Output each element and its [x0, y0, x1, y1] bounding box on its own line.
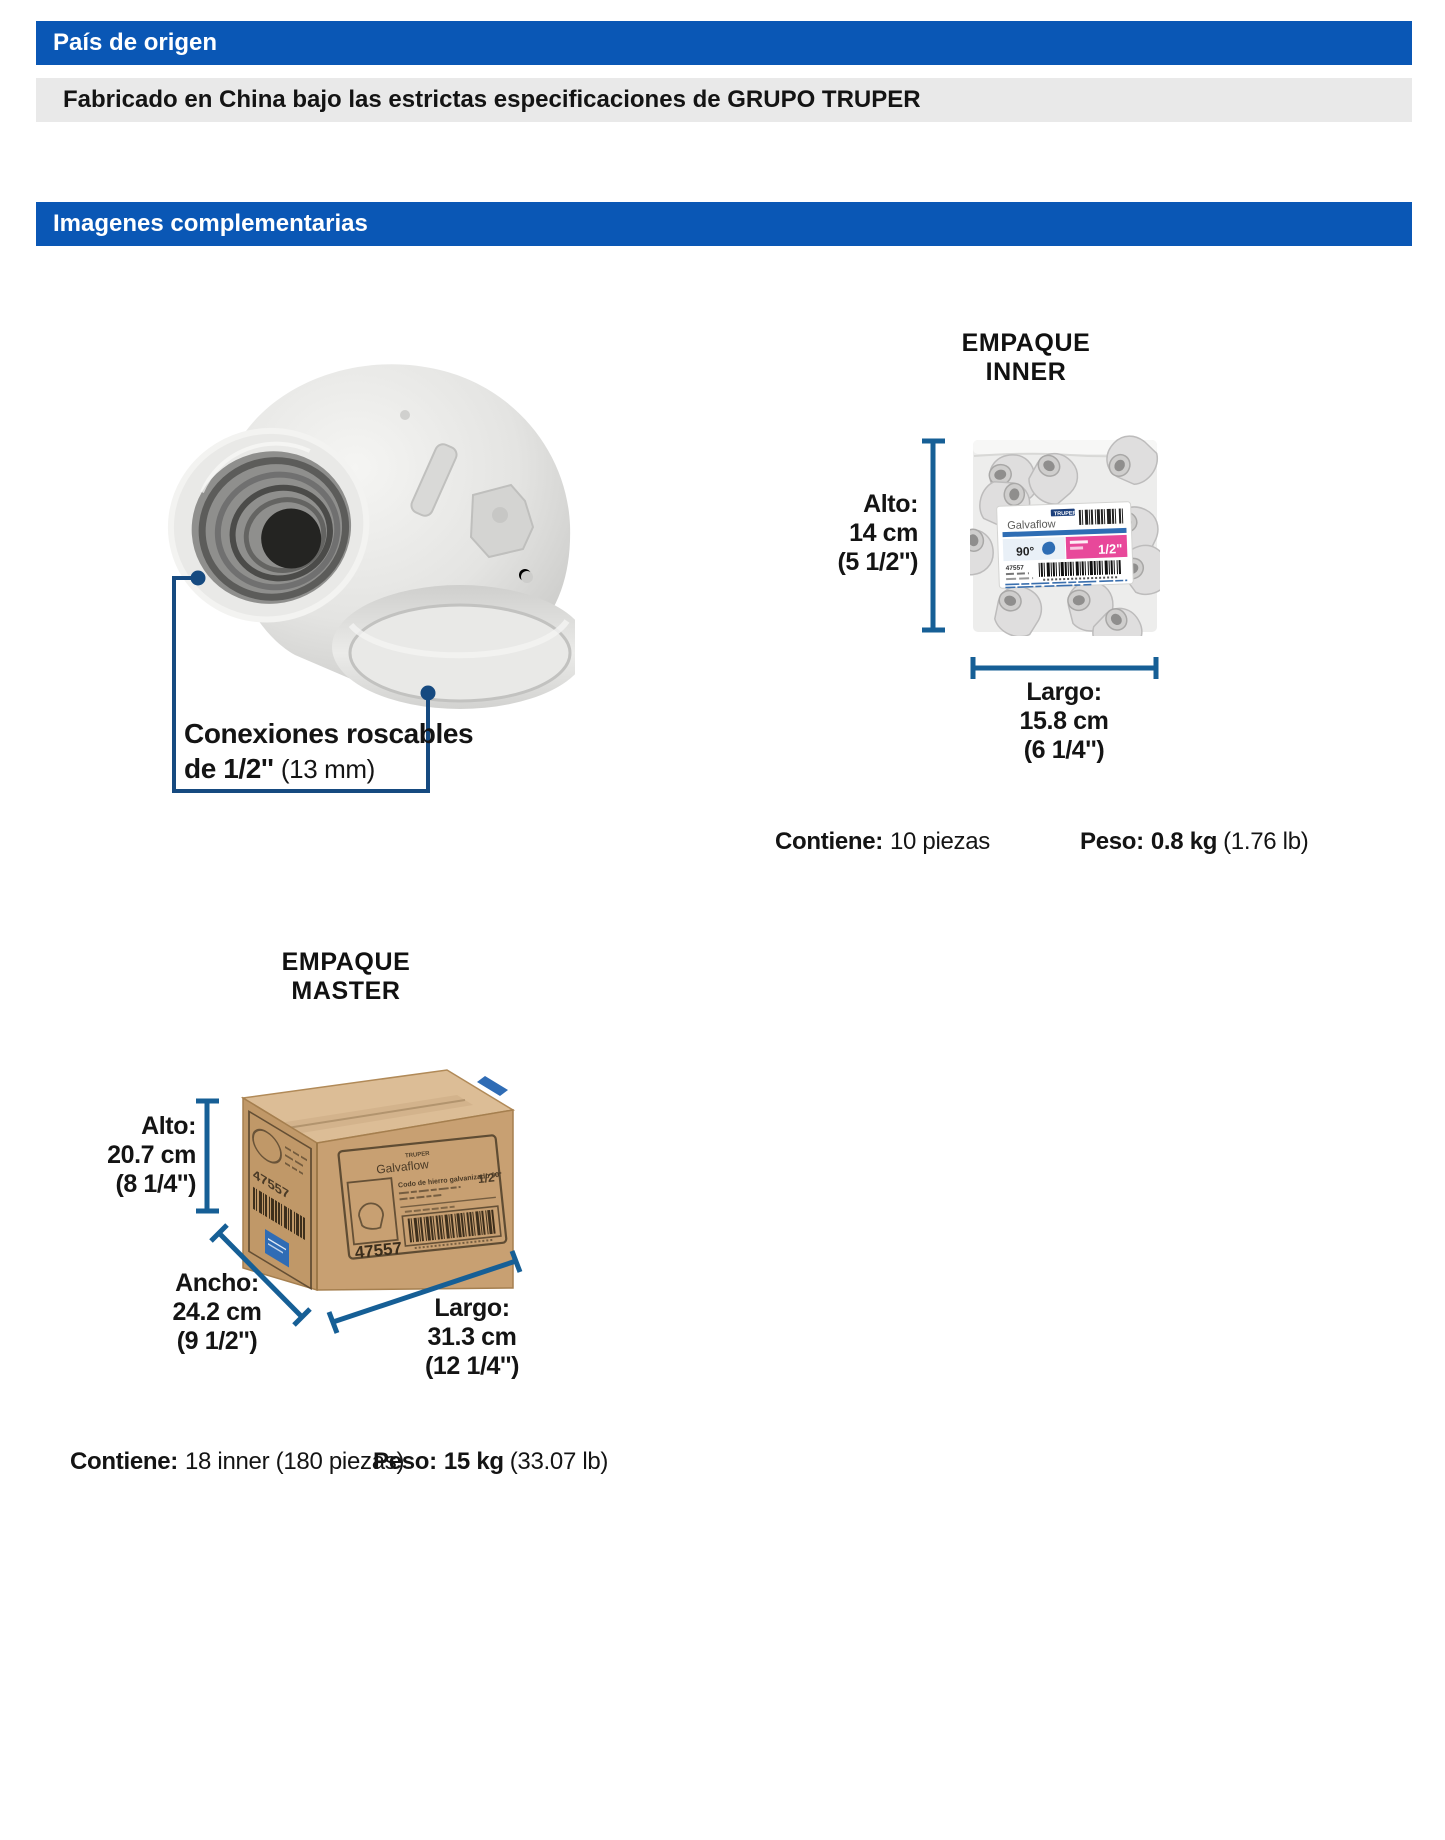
- phone-icon: [1042, 541, 1056, 555]
- bag-label-brand: Galvaflow: [1007, 518, 1056, 532]
- bag-product-label: TRUPER Galvaflow 90° 1/2" 47557: [996, 501, 1134, 589]
- origin-body-bar: Fabricado en China bajo las estrictas es…: [36, 78, 1412, 122]
- box-label-elbow-drawing: [358, 1202, 385, 1230]
- section-header-imagenes-complementarias: Imagenes complementarias: [36, 202, 1412, 246]
- inner-pack-bag-photo: TRUPER Galvaflow 90° 1/2" 47557: [970, 434, 1160, 636]
- master-pack-title: EMPAQUE MASTER: [281, 948, 411, 1005]
- bag-label-barcode-bottom: [1038, 560, 1122, 577]
- inner-largo-labels: Largo: 15.8 cm (6 1/4''): [1019, 678, 1109, 764]
- master-pack-box-photo: 47557 TRUPER Galvaflow Codo de hierro ga…: [240, 1069, 516, 1292]
- inner-weight-row: Peso:0.8 kg(1.76 lb): [1080, 828, 1309, 855]
- box-blue-corner-tape: [477, 1076, 508, 1096]
- callout-line1: Conexiones roscables: [184, 718, 474, 749]
- box-label-sku: 47557: [354, 1238, 403, 1262]
- product-callout-text: Conexiones roscables de 1/2'' (13 mm): [184, 716, 474, 787]
- bag-label-size: 1/2": [1098, 541, 1123, 557]
- master-ancho-labels: Ancho: 24.2 cm (9 1/2''): [172, 1269, 262, 1355]
- section-header-text: País de origen: [53, 29, 218, 56]
- origin-body-text: Fabricado en China bajo las estrictas es…: [63, 86, 921, 113]
- elbow-embossed-marks: [400, 410, 535, 583]
- callout-line2: de 1/2'' (13 mm): [184, 753, 375, 784]
- box-label-barcode: [407, 1209, 496, 1243]
- section-header-pais-de-origen: País de origen: [36, 21, 1412, 65]
- inner-alto-labels: Alto: 14 cm (5 1/2''): [837, 490, 918, 576]
- svg-text:TRUPER: TRUPER: [405, 1151, 431, 1160]
- product-photo-elbow: [167, 364, 575, 709]
- box-label-brand: Galvaflow: [376, 1157, 430, 1176]
- box-side-barcode: [253, 1186, 305, 1241]
- inner-contains-row: Contiene:10 piezas: [775, 828, 991, 855]
- bag-label-angle: 90°: [1016, 544, 1035, 559]
- bag-label-sku: 47557: [1006, 564, 1025, 572]
- svg-text:TRUPER: TRUPER: [1054, 511, 1077, 518]
- master-alto-labels: Alto: 20.7 cm (8 1/4''): [107, 1112, 196, 1198]
- inner-pack-title: EMPAQUE INNER: [961, 329, 1091, 386]
- master-contains-row: Contiene:18 inner (180 piezas): [70, 1448, 405, 1475]
- inner-alto-dimension-line: [922, 438, 945, 633]
- box-label-size: 1/2": [477, 1170, 501, 1186]
- master-largo-labels: Largo: 31.3 cm (12 1/4''): [424, 1294, 520, 1380]
- bag-label-barcode-top: [1078, 508, 1126, 525]
- inner-largo-dimension-line: [970, 657, 1159, 679]
- truper-logo: [1050, 508, 1075, 517]
- section-header-text: Imagenes complementarias: [53, 210, 368, 237]
- master-weight-row: Peso:15 kg(33.07 lb): [373, 1448, 609, 1475]
